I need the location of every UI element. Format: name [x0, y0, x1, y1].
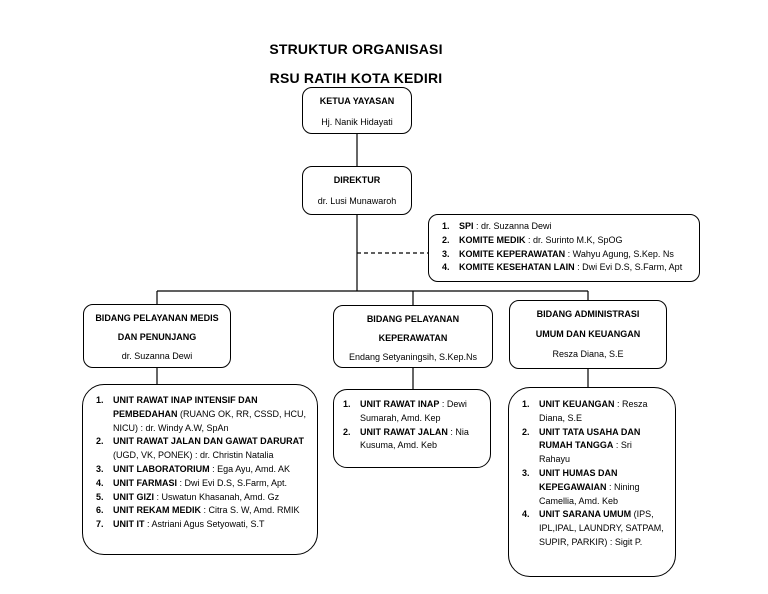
direktur-box: DIREKTUR dr. Lusi Munawaroh — [302, 166, 412, 215]
unit-item: UNIT RAWAT JALAN DAN GAWAT DARURAT (UGD,… — [96, 435, 304, 461]
unit-item: UNIT RAWAT JALAN : Nia Kusuma, Amd. Keb — [343, 426, 469, 451]
bidang-admin-box: BIDANG ADMINISTRASI UMUM DAN KEUANGAN Re… — [509, 300, 667, 369]
unit-item: UNIT SARANA UMUM (IPS, IPL,IPAL, LAUNDRY… — [522, 508, 664, 547]
chart-title: STRUKTUR ORGANISASI — [269, 41, 443, 57]
unit-item: UNIT FARMASI : Dwi Evi D.S, S.Farm, Apt. — [96, 477, 288, 491]
unit-item: UNIT RAWAT INAP : Dewi Sumarah, Amd. Kep — [343, 398, 467, 423]
unit-item: UNIT REKAM MEDIK : Citra S. W, Amd. RMIK — [96, 504, 300, 518]
bidang-medis-label-2: DAN PENUNJANG — [117, 332, 197, 342]
bidang-keperawatan-name: Endang Setyaningsih, S.Kep.Ns — [348, 352, 478, 362]
bidang-medis-box: BIDANG PELAYANAN MEDIS DAN PENUNJANG dr.… — [83, 304, 231, 368]
bidang-keperawatan-box: BIDANG PELAYANAN KEPERAWATAN Endang Sety… — [333, 305, 493, 368]
bidang-keperawatan-label: BIDANG PELAYANAN — [366, 314, 460, 324]
ketua-yayasan-box: KETUA YAYASAN Hj. Nanik Hidayati — [302, 87, 412, 134]
komite-item: KOMITE MEDIK : dr. Surinto M.K, SpOG — [442, 234, 623, 248]
unit-item: UNIT KEUANGAN : Resza Diana, S.E — [522, 398, 648, 423]
unit-item: UNIT TATA USAHA DAN RUMAH TANGGA : Sri R… — [522, 426, 641, 465]
admin-units-box: UNIT KEUANGAN : Resza Diana, S.E UNIT TA… — [508, 387, 676, 577]
chart-subtitle: RSU RATIH KOTA KEDIRI — [269, 70, 443, 86]
bidang-admin-name: Resza Diana, S.E — [552, 349, 624, 359]
unit-item: UNIT IT : Astriani Agus Setyowati, S.T — [96, 518, 265, 532]
ketua-label: KETUA YAYASAN — [319, 96, 395, 106]
unit-item: UNIT GIZI : Uswatun Khasanah, Amd. Gz — [96, 491, 280, 505]
bidang-medis-label: BIDANG PELAYANAN MEDIS — [95, 313, 219, 323]
direktur-name: dr. Lusi Munawaroh — [317, 196, 397, 206]
ketua-name: Hj. Nanik Hidayati — [321, 117, 393, 127]
keperawatan-units-box: UNIT RAWAT INAP : Dewi Sumarah, Amd. Kep… — [333, 389, 491, 468]
unit-item: UNIT HUMAS DAN KEPEGAWAIAN : Nining Came… — [522, 467, 640, 506]
komite-box: SPI : dr. Suzanna Dewi KOMITE MEDIK : dr… — [428, 214, 700, 282]
bidang-medis-name: dr. Suzanna Dewi — [121, 351, 193, 361]
bidang-keperawatan-label-2: KEPERAWATAN — [378, 333, 448, 343]
direktur-label: DIREKTUR — [333, 175, 381, 185]
unit-item: UNIT LABORATORIUM : Ega Ayu, Amd. AK — [96, 463, 291, 477]
komite-item: SPI : dr. Suzanna Dewi — [442, 220, 552, 234]
komite-item: KOMITE KEPERAWATAN : Wahyu Agung, S.Kep.… — [442, 248, 674, 262]
unit-item: UNIT RAWAT INAP INTENSIF DAN PEMBEDAHAN … — [96, 394, 307, 433]
bidang-admin-label: BIDANG ADMINISTRASI — [536, 309, 640, 319]
komite-item: KOMITE KESEHATAN LAIN : Dwi Evi D.S, S.F… — [442, 261, 683, 275]
medis-units-box: UNIT RAWAT INAP INTENSIF DAN PEMBEDAHAN … — [82, 384, 318, 555]
bidang-admin-label-2: UMUM DAN KEUANGAN — [535, 329, 641, 339]
